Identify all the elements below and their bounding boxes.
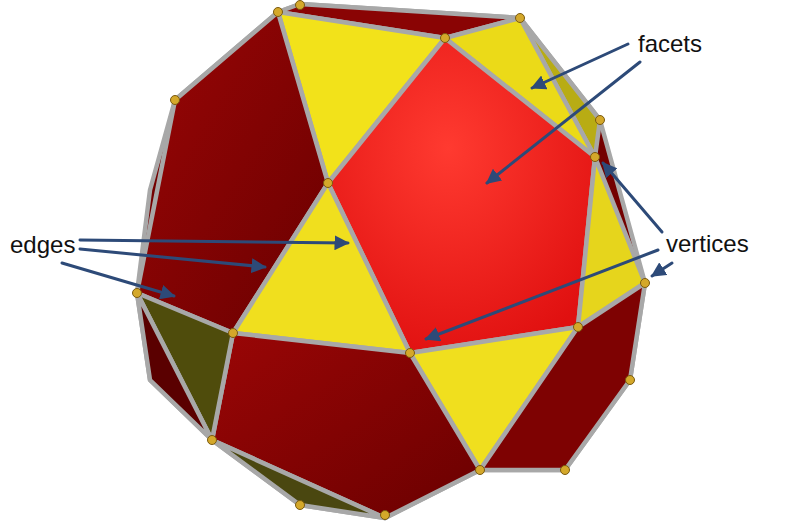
vertex-dot — [274, 8, 283, 17]
polyhedron-face — [137, 293, 233, 440]
vertex-dot — [476, 466, 485, 475]
vertex-dot — [324, 179, 333, 188]
vertex-dot — [296, 501, 305, 510]
part-label: facets — [638, 30, 702, 58]
vertex-dot — [381, 511, 390, 520]
vertex-dot — [561, 466, 570, 475]
vertex-dot — [641, 279, 650, 288]
vertex-dot — [591, 153, 600, 162]
leader-arrow — [80, 240, 348, 243]
part-label: vertices — [666, 230, 749, 258]
leader-arrow — [62, 263, 174, 296]
vertex-dot — [516, 14, 525, 23]
leader-arrow — [487, 62, 640, 183]
leader-arrow — [603, 163, 662, 232]
vertex-dot — [406, 349, 415, 358]
polyhedron-face — [137, 293, 212, 440]
vertex-dot — [626, 376, 635, 385]
leader-arrow — [652, 263, 672, 276]
vertex-dot — [229, 329, 238, 338]
vertex-dot — [171, 96, 180, 105]
polyhedron-face — [480, 283, 645, 470]
polyhedron-face — [212, 440, 385, 518]
vertex-dot — [208, 436, 217, 445]
vertex-dot — [133, 289, 142, 298]
leader-arrow — [80, 249, 265, 267]
leader-arrows — [62, 44, 672, 339]
vertex-dot — [296, 1, 305, 10]
vertex-dot — [574, 323, 583, 332]
polyhedron-face — [212, 333, 480, 518]
vertex-dot — [596, 116, 605, 125]
vertex-dot — [441, 34, 450, 43]
part-label: edges — [10, 231, 75, 259]
vertex-dots — [133, 1, 650, 520]
leader-arrow — [426, 250, 658, 339]
polyhedron-face — [233, 183, 410, 353]
